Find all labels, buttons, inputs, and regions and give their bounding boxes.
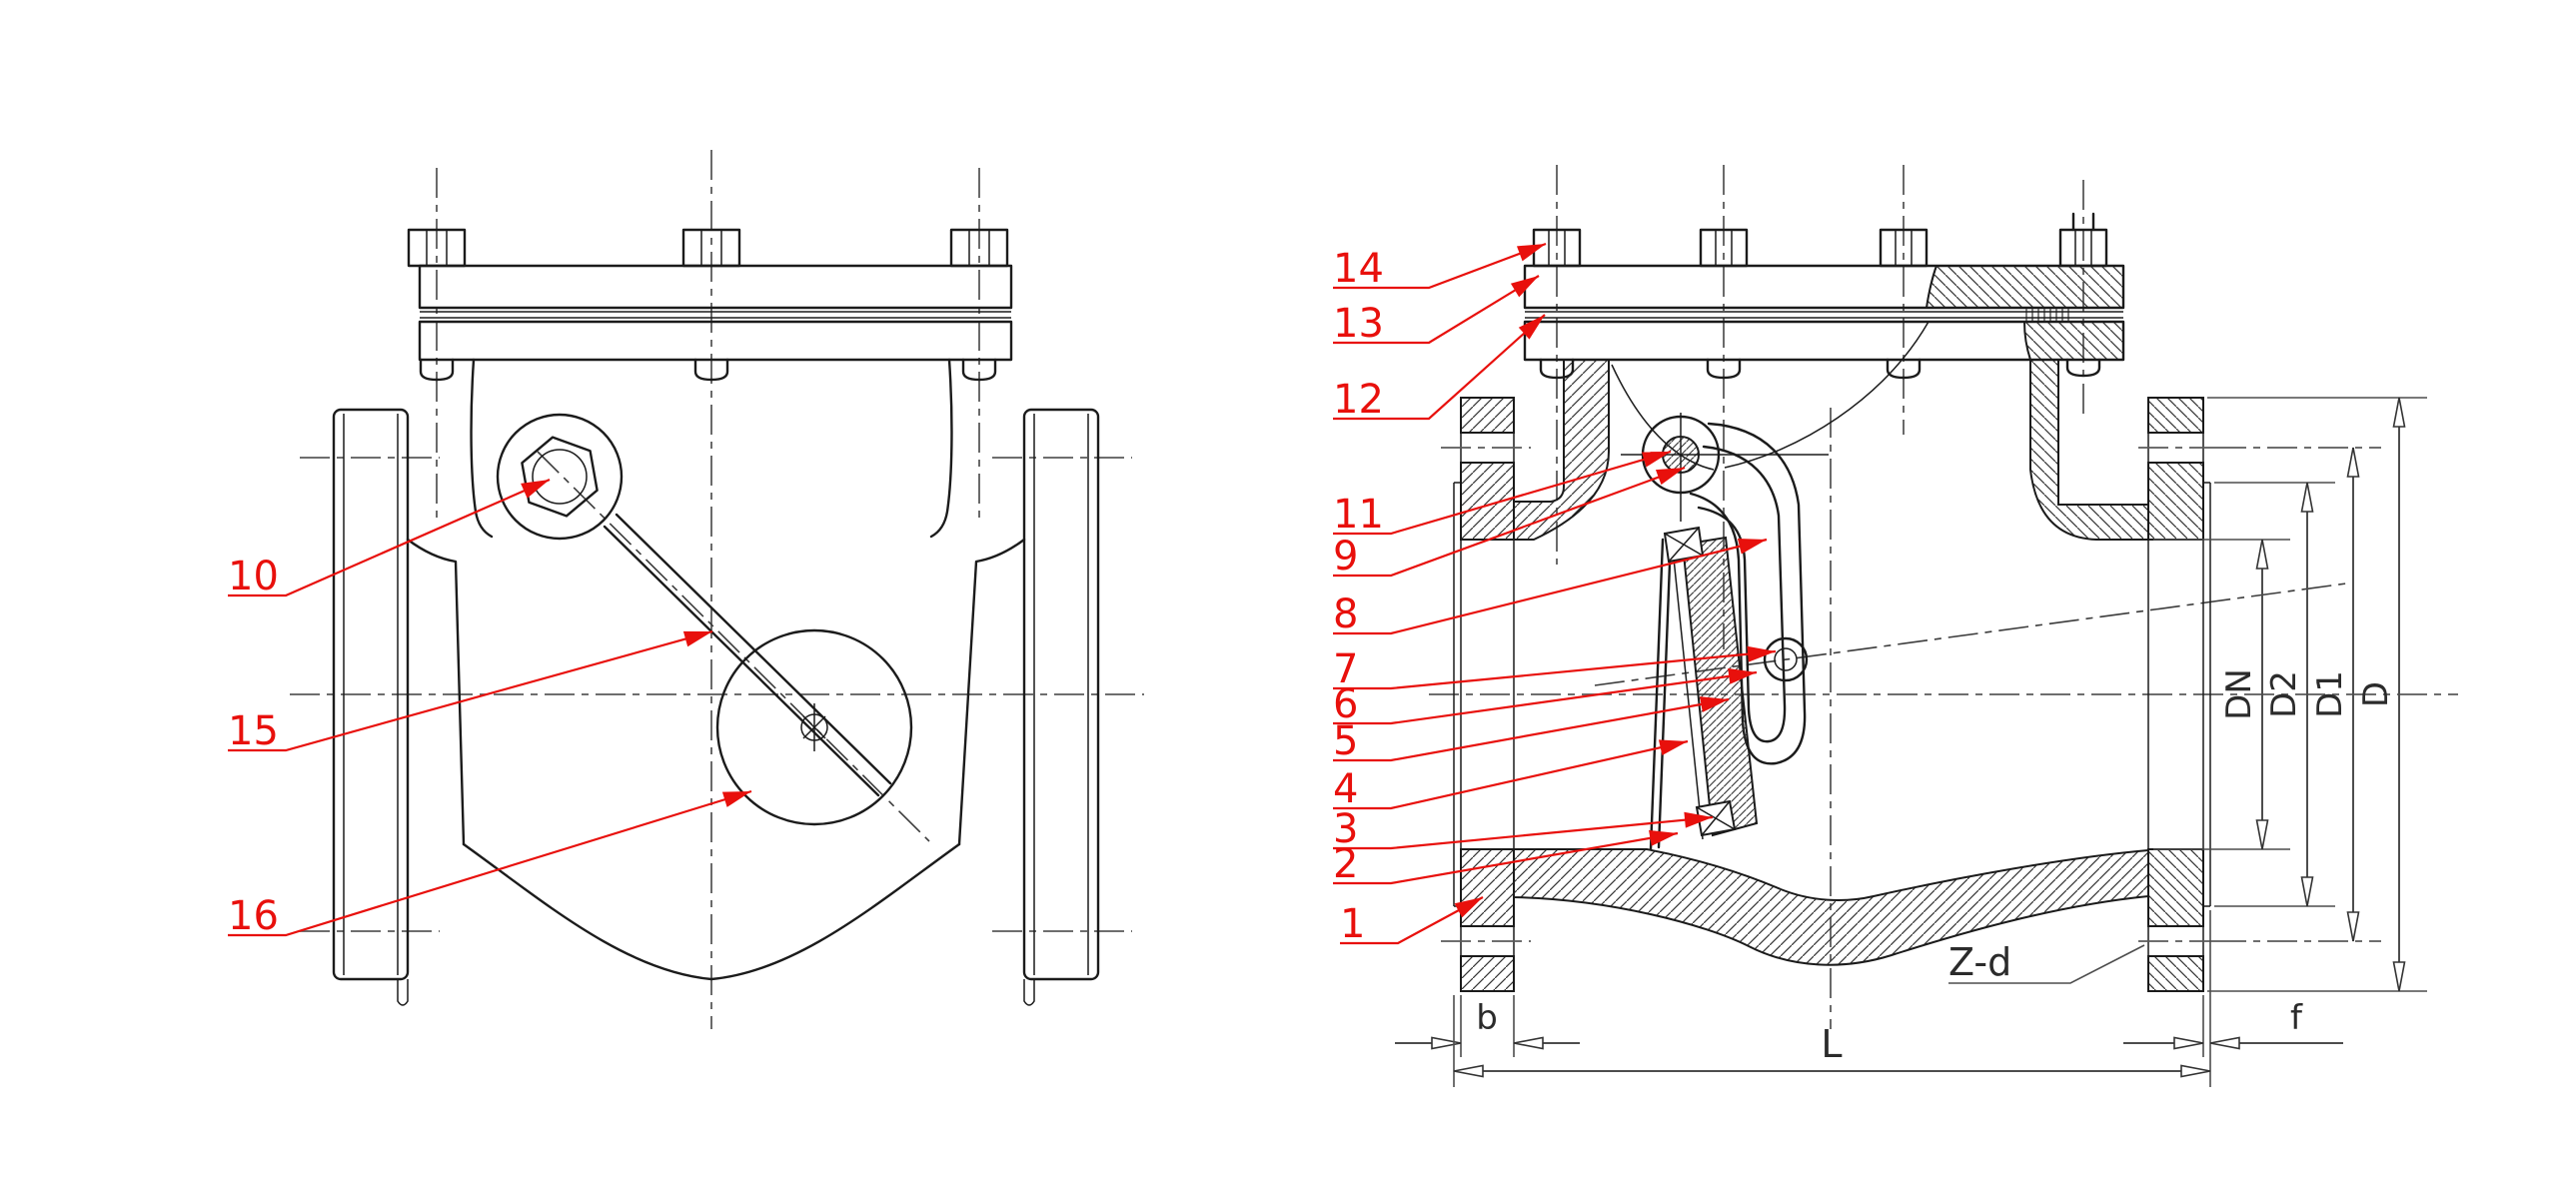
callout-7-label: 7 <box>1333 646 1358 692</box>
bonnet-bolts <box>1532 212 2108 380</box>
callout-4-label: 4 <box>1333 766 1358 812</box>
bolt <box>407 228 467 382</box>
bolt <box>1879 228 1929 380</box>
dim-dn-label: DN <box>2219 668 2259 720</box>
callout-1: 1 <box>1340 896 1484 947</box>
hinge-arm <box>1689 422 1807 765</box>
bonnet-section <box>1523 264 2125 362</box>
callout-8: 8 <box>1333 538 1768 637</box>
cover-bolts <box>407 228 1009 382</box>
valve-body-outline <box>406 358 1026 981</box>
stud-threads <box>2025 308 2069 322</box>
bolt <box>949 228 1009 382</box>
callout-2: 2 <box>1333 829 1679 887</box>
callout-15-label: 15 <box>228 708 279 754</box>
callout-8-label: 8 <box>1333 591 1358 637</box>
callout-14: 14 <box>1333 242 1547 292</box>
bolt <box>681 228 741 382</box>
inlet-flange-section <box>1441 397 1531 992</box>
disc-facing-ring <box>1672 548 1704 840</box>
callouts: 10 15 16 14 13 12 11 9 8 7 6 5 4 3 2 <box>228 242 1777 947</box>
callout-16: 16 <box>228 789 752 939</box>
callout-3: 3 <box>1333 806 1714 852</box>
bonnet-cover <box>418 264 1013 362</box>
body-top-right-wall <box>2029 359 2149 541</box>
dim-b: b <box>1395 995 1580 1057</box>
dim-dn: DN <box>2153 539 2290 850</box>
dim-l-label: L <box>1821 1022 1842 1066</box>
callout-16-label: 16 <box>228 893 279 939</box>
callout-12: 12 <box>1333 314 1546 423</box>
bolt <box>1699 228 1749 380</box>
dim-d2-label: D2 <box>2264 670 2304 718</box>
callout-15: 15 <box>228 629 713 754</box>
callout-6-label: 6 <box>1333 681 1358 727</box>
dim-zd-label: Z-d <box>1948 940 2011 984</box>
callout-5-label: 5 <box>1333 718 1358 764</box>
dim-f: f <box>2123 995 2343 1057</box>
body-top-left-wall <box>1513 359 1610 541</box>
callout-13-label: 13 <box>1333 301 1384 347</box>
callout-7: 7 <box>1333 645 1777 692</box>
dim-f-label: f <box>2290 998 2303 1038</box>
dim-d1-label: D1 <box>2310 670 2350 718</box>
dim-d2: D2 <box>2214 482 2335 907</box>
callout-13: 13 <box>1333 275 1540 347</box>
callout-10-label: 10 <box>228 554 279 599</box>
disc-section <box>1681 536 1759 837</box>
callout-11-label: 11 <box>1333 492 1384 538</box>
body-bottom-wall <box>1513 848 2149 966</box>
dim-d1: D1 <box>2216 447 2381 942</box>
callout-5: 5 <box>1333 696 1730 764</box>
callout-10: 10 <box>228 478 551 599</box>
swing-arm <box>603 513 892 797</box>
section-view: DN D2 D1 D b <box>1395 165 2458 1087</box>
hinge-arm-axis <box>537 451 930 842</box>
callout-14-label: 14 <box>1333 246 1384 292</box>
body-interior-contour <box>1724 321 1930 469</box>
disc-gasket-upper <box>1663 526 1705 564</box>
dim-d: D <box>2207 397 2427 992</box>
callout-4: 4 <box>1333 739 1689 812</box>
pipe-flange-right <box>1022 408 1100 1006</box>
disc-nut <box>1763 636 1809 682</box>
hinge-shaft-hex-boss <box>496 413 624 541</box>
callout-11: 11 <box>1333 450 1672 538</box>
callout-2-label: 2 <box>1333 841 1358 887</box>
callout-3-label: 3 <box>1333 806 1358 852</box>
pipe-flange-left <box>332 408 410 1006</box>
seat-ring <box>1649 536 1673 851</box>
callout-12-label: 12 <box>1333 377 1384 423</box>
callout-6: 6 <box>1333 667 1758 727</box>
stud-bolt <box>2058 212 2108 378</box>
left-view <box>290 150 1144 1029</box>
dim-zd: Z-d <box>1948 940 2145 984</box>
dim-l: L <box>1453 910 2211 1087</box>
dim-d-label: D <box>2356 681 2396 707</box>
disc-front <box>715 628 913 826</box>
disc-gasket-lower <box>1695 799 1737 837</box>
callout-9: 9 <box>1333 466 1686 580</box>
callout-9-label: 9 <box>1333 534 1358 580</box>
dim-b-label: b <box>1476 998 1498 1038</box>
callout-1-label: 1 <box>1340 901 1365 947</box>
